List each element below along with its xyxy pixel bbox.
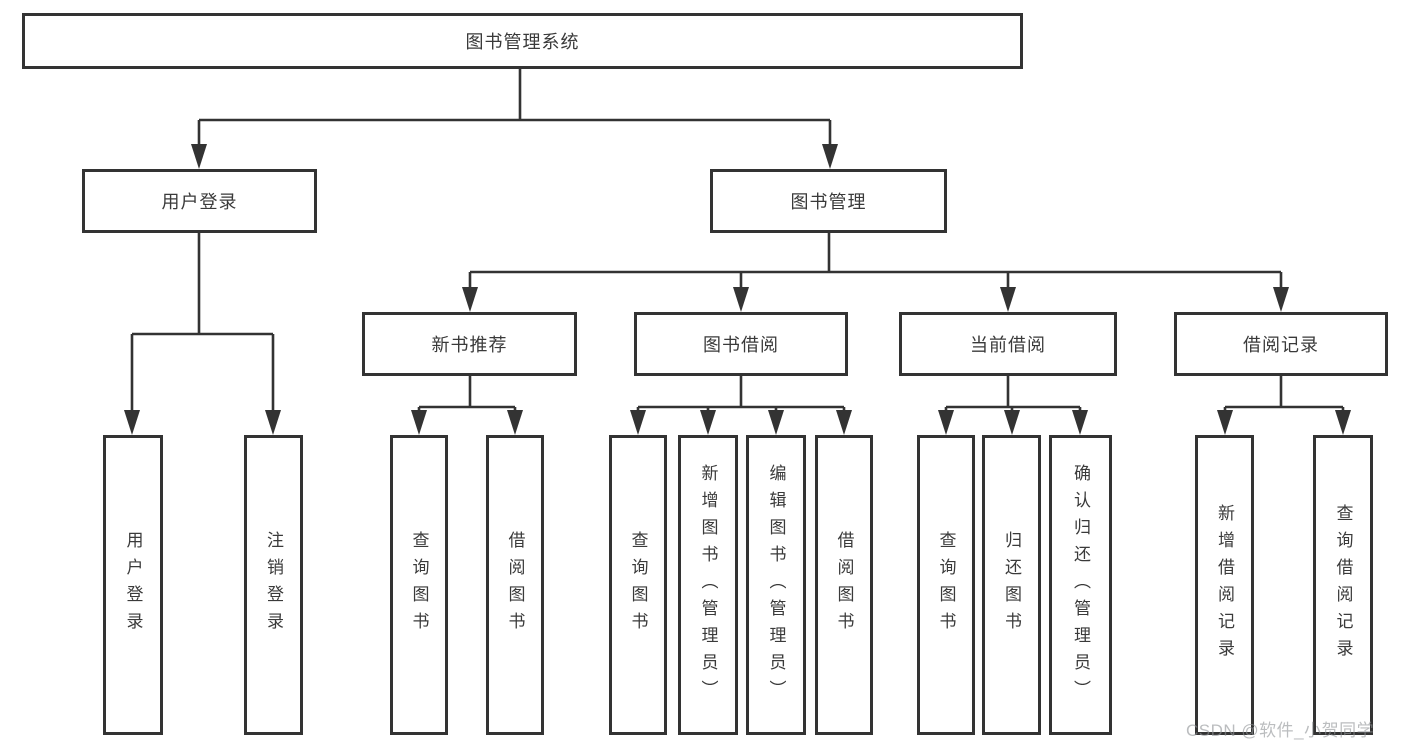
node-label: 借阅记录	[1243, 335, 1319, 355]
node-label: 编辑图书（管理员）	[766, 463, 786, 707]
node-label: 图书管理系统	[465, 32, 580, 52]
node-label: 确认归还（管理员）	[1071, 463, 1090, 707]
node-label: 用户登录	[161, 192, 238, 212]
node-label: 借阅图书	[505, 531, 525, 639]
node-label: 新增图书（管理员）	[698, 463, 718, 707]
node-library-management-system: 图书管理系统	[22, 13, 1023, 69]
node-label: 新书推荐	[431, 335, 508, 355]
leaf-query-books-current: 查询图书	[917, 435, 975, 735]
csdn-watermark: CSDN @软件_小贺同学	[1186, 721, 1375, 740]
node-label: 查询借阅记录	[1333, 504, 1353, 666]
leaf-user-login: 用户登录	[103, 435, 163, 735]
node-book-management: 图书管理	[710, 169, 947, 233]
node-label: 查询图书	[409, 531, 429, 639]
leaf-query-books-recommend: 查询图书	[390, 435, 448, 735]
leaf-logout: 注销登录	[244, 435, 303, 735]
leaf-return-books: 归还图书	[982, 435, 1041, 735]
node-label: 查询图书	[936, 531, 956, 639]
node-label: 用户登录	[123, 531, 143, 639]
leaf-borrow-books: 借阅图书	[815, 435, 873, 735]
node-new-book-recommendation: 新书推荐	[362, 312, 577, 376]
leaf-confirm-return-admin: 确认归还（管理员）	[1049, 435, 1112, 735]
node-user-login: 用户登录	[82, 169, 317, 233]
leaf-add-books-admin: 新增图书（管理员）	[678, 435, 738, 735]
node-label: 借阅图书	[834, 531, 854, 639]
node-label: 归还图书	[1002, 531, 1021, 639]
leaf-query-books-borrow: 查询图书	[609, 435, 667, 735]
node-book-borrowing: 图书借阅	[634, 312, 848, 376]
node-label: 查询图书	[628, 531, 648, 639]
leaf-borrow-books-recommend: 借阅图书	[486, 435, 544, 735]
node-label: 图书管理	[790, 192, 867, 212]
leaf-query-borrow-record: 查询借阅记录	[1313, 435, 1373, 735]
node-label: 图书借阅	[703, 335, 779, 355]
node-borrowing-records: 借阅记录	[1174, 312, 1388, 376]
node-label: 当前借阅	[970, 335, 1046, 355]
node-label: 注销登录	[264, 531, 283, 639]
leaf-add-borrow-record: 新增借阅记录	[1195, 435, 1254, 735]
leaf-edit-books-admin: 编辑图书（管理员）	[746, 435, 806, 735]
node-label: 新增借阅记录	[1215, 504, 1234, 666]
node-current-borrowing: 当前借阅	[899, 312, 1117, 376]
